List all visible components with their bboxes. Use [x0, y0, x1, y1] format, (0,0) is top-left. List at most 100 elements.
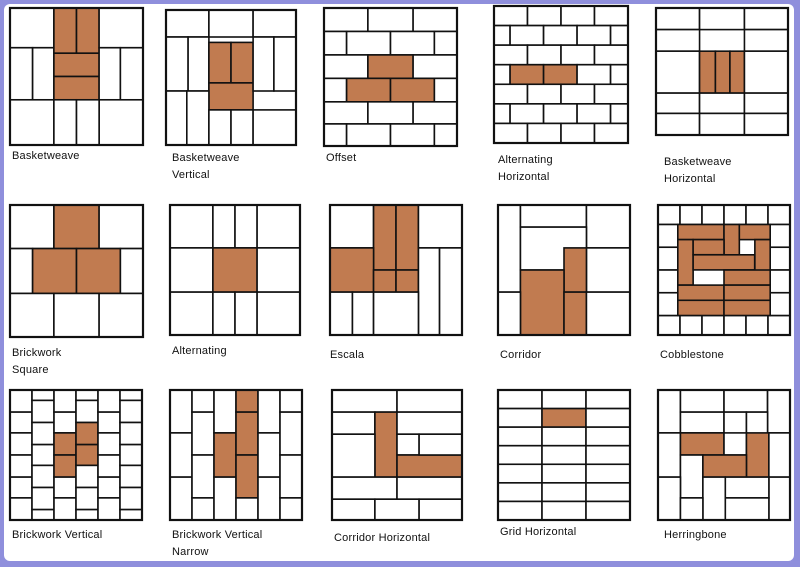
paver — [98, 46, 122, 101]
paver-highlighted — [53, 75, 100, 101]
paver — [75, 389, 99, 402]
paver — [560, 122, 596, 144]
paver — [329, 204, 375, 249]
paver — [31, 421, 55, 446]
paver — [526, 44, 562, 66]
paver — [323, 30, 348, 56]
paver — [212, 204, 236, 249]
paver — [768, 432, 791, 478]
paver — [351, 291, 375, 336]
paver — [53, 476, 77, 499]
paver — [417, 204, 463, 249]
paver — [191, 411, 215, 456]
paver — [273, 36, 297, 92]
pattern-border — [330, 388, 464, 522]
pattern-brickwork-vertical-narrow — [168, 388, 304, 522]
paver — [119, 508, 143, 521]
paver-highlighted — [692, 254, 756, 271]
paver — [75, 464, 99, 489]
paver — [723, 314, 747, 336]
paver — [497, 482, 543, 503]
paver — [331, 433, 376, 478]
paver — [655, 92, 701, 115]
label-line: Escala — [330, 349, 365, 361]
paver — [743, 112, 789, 136]
paver — [560, 44, 596, 66]
paver-highlighted — [75, 247, 122, 295]
pattern-brickwork-vertical — [8, 388, 144, 522]
paver — [31, 486, 55, 511]
paver — [679, 454, 704, 499]
paver — [576, 24, 612, 46]
paver-highlighted — [75, 443, 99, 467]
paver — [769, 291, 791, 317]
paver — [412, 7, 458, 33]
paver — [418, 433, 463, 456]
paver — [252, 109, 297, 146]
paver — [743, 92, 789, 115]
paver — [252, 9, 297, 38]
label-line: Alternating — [498, 154, 553, 166]
paver — [119, 399, 143, 424]
pattern-border — [8, 6, 145, 147]
paver — [212, 291, 236, 336]
paver-highlighted — [329, 247, 375, 293]
paver — [433, 77, 458, 103]
paver — [655, 50, 701, 94]
paver — [417, 247, 441, 336]
paver-highlighted — [235, 454, 259, 499]
paver — [169, 204, 214, 249]
paver — [374, 498, 420, 521]
paver — [97, 497, 121, 521]
paver-highlighted — [702, 454, 748, 478]
paver-highlighted — [53, 7, 78, 55]
label-line: Basketweave — [12, 150, 80, 162]
paver — [97, 411, 121, 434]
paver — [576, 103, 612, 125]
paver — [593, 83, 629, 105]
paver — [769, 223, 791, 249]
paver — [252, 36, 275, 92]
paver — [657, 204, 681, 226]
paver — [767, 204, 791, 226]
paver — [213, 389, 237, 434]
paver-highlighted — [723, 299, 772, 317]
paver — [53, 411, 77, 434]
paver — [187, 36, 210, 92]
label-grid-horizontal: Grid Horizontal — [500, 524, 576, 541]
paver — [609, 24, 629, 46]
paver — [9, 411, 33, 434]
pattern-border — [496, 388, 632, 522]
paver — [743, 28, 789, 52]
paver — [165, 9, 210, 38]
paver — [497, 389, 543, 410]
paver — [412, 54, 458, 80]
label-line: Brickwork Vertical — [12, 529, 103, 541]
paver — [657, 246, 679, 271]
paver — [331, 411, 376, 436]
paver-highlighted — [692, 238, 725, 256]
paver — [723, 389, 769, 413]
paver — [372, 291, 420, 336]
paver — [493, 63, 511, 86]
paver — [541, 389, 587, 410]
pattern-border — [322, 6, 459, 148]
paver-highlighted — [230, 41, 254, 84]
paver — [329, 291, 354, 336]
paver — [657, 432, 682, 478]
paver-highlighted — [541, 407, 587, 428]
paver — [593, 122, 629, 144]
paver-highlighted — [723, 269, 772, 286]
paver — [31, 464, 55, 489]
paver — [701, 314, 725, 336]
label-line: Vertical — [172, 169, 210, 181]
paver — [97, 476, 121, 499]
paver — [723, 432, 748, 456]
paver — [493, 24, 511, 46]
paver — [279, 497, 303, 521]
paver — [119, 443, 143, 467]
paver — [53, 389, 77, 413]
label-line: Corridor Horizontal — [334, 532, 431, 544]
paver — [208, 9, 254, 38]
